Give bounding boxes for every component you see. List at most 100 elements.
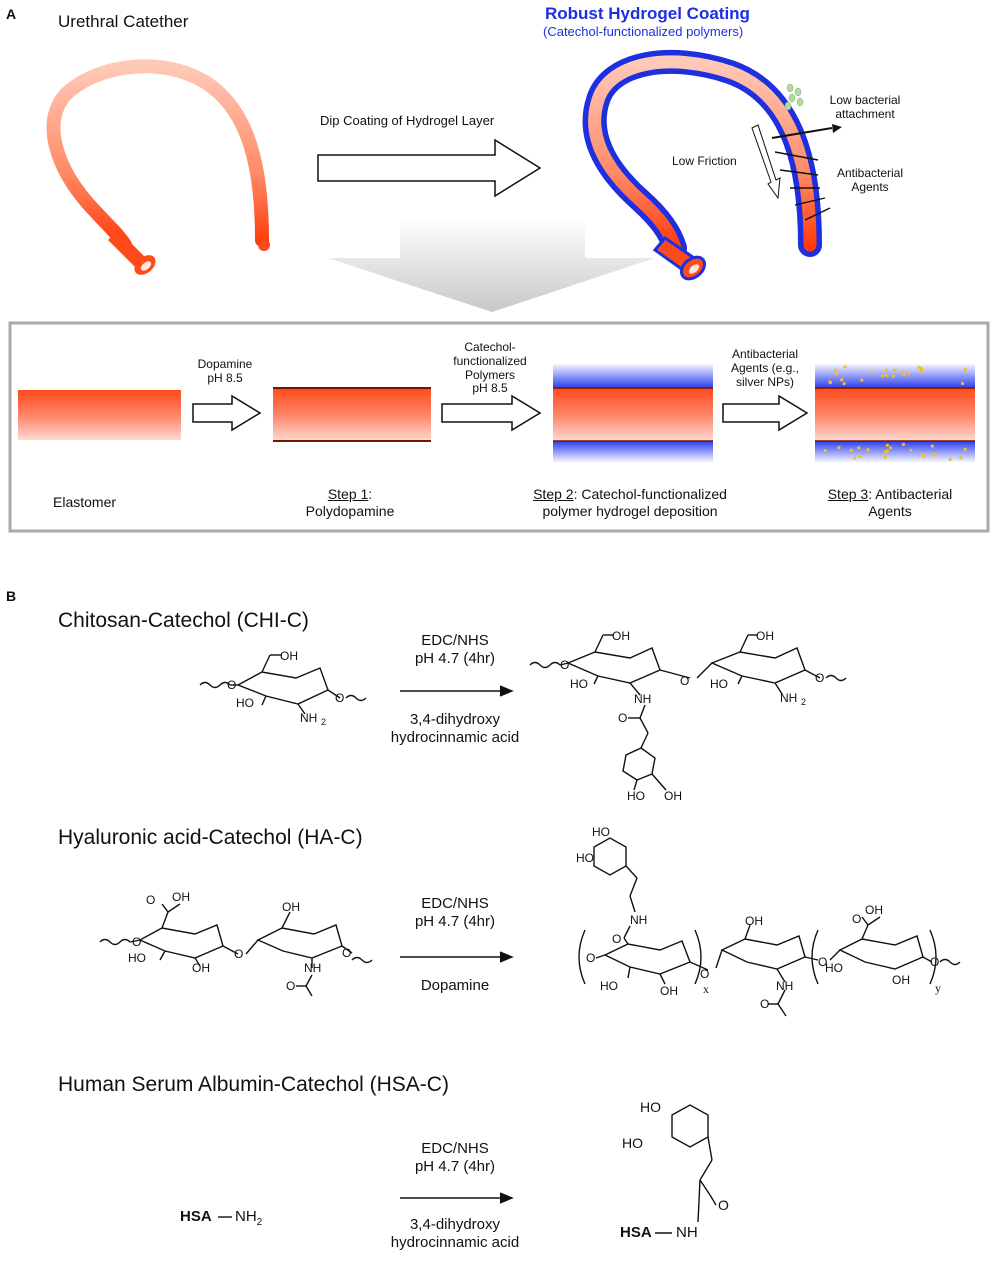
svg-text:OH: OH <box>282 900 300 914</box>
silver-np-dot <box>959 456 963 460</box>
hsa-reagent2: pH 4.7 (4hr) <box>414 1158 496 1175</box>
svg-text:NH: NH <box>304 961 321 975</box>
ha-below: Dopamine <box>420 977 490 994</box>
silver-np-dot <box>891 374 896 378</box>
coating-subtitle: (Catechol-functionalized polymers) <box>543 24 744 39</box>
hsa-reagent1: EDC/NHS <box>421 1140 489 1157</box>
svg-text:x: x <box>703 982 709 996</box>
antibacterial-line2: Agents <box>851 180 889 195</box>
ha-reagents: EDC/NHS pH 4.7 (4hr) <box>385 895 525 931</box>
catheter-plain <box>46 59 270 275</box>
step3-label: Step 3 <box>827 486 869 502</box>
svg-text:O: O <box>618 711 627 725</box>
arrow3-line3: silver NPs) <box>735 374 794 389</box>
svg-text:HO: HO <box>640 1099 661 1115</box>
arrow2-line3: Polymers <box>464 367 515 382</box>
svg-text:OH: OH <box>660 984 678 998</box>
silver-np-dot <box>823 449 827 453</box>
polydopamine-bar <box>273 388 431 441</box>
silver-np-dot <box>900 370 904 374</box>
silver-np-dot <box>948 457 952 462</box>
silver-np-dot <box>961 381 965 386</box>
silver-np-dot <box>840 378 844 382</box>
chemistry-structures <box>99 634 961 1234</box>
silver-np-dot <box>919 367 924 371</box>
svg-text:NH: NH <box>634 692 651 706</box>
antibacterial-agents-label: Antibacterial Agents <box>820 166 920 195</box>
silver-np-dot <box>901 442 906 446</box>
arrow3-line1: Antibacterial <box>731 347 799 361</box>
elastomer-bar <box>18 390 181 440</box>
silver-np-dot <box>860 378 864 382</box>
svg-text:HO: HO <box>576 851 594 865</box>
svg-text:OH: OH <box>664 789 682 803</box>
svg-text:NH: NH <box>780 691 797 705</box>
silver-np-dot <box>857 446 861 450</box>
low-bacterial-line1: Low bacterial <box>829 93 901 107</box>
svg-text:O: O <box>930 955 939 969</box>
svg-text:O: O <box>760 997 769 1011</box>
step1-label: Step 1 <box>327 486 369 502</box>
svg-text:O: O <box>612 932 621 946</box>
svg-text:HO: HO <box>627 789 645 803</box>
svg-text:O: O <box>342 946 351 960</box>
silver-np-dot <box>909 448 913 452</box>
step3-rest: : Antibacterial <box>868 486 953 502</box>
low-bacterial-label: Low bacterial attachment <box>810 93 920 122</box>
silver-np-dot <box>963 367 967 371</box>
coating-title: Robust Hydrogel Coating <box>545 4 750 23</box>
arrow3-line2: Agents (e.g., <box>730 360 800 375</box>
hsa-reagents: EDC/NHS pH 4.7 (4hr) <box>385 1140 525 1176</box>
silver-np-dot <box>902 373 906 377</box>
chi-reagent2: pH 4.7 (4hr) <box>414 650 496 667</box>
svg-text:OH: OH <box>865 903 883 917</box>
panel-b-letter: B <box>6 588 17 604</box>
silver-np-dot <box>885 443 890 447</box>
arrow2-label: Catechol- functionalized Polymers pH 8.5 <box>440 340 540 396</box>
hsa-product-nh: NH <box>676 1224 698 1241</box>
antibacterial-bar <box>815 363 975 463</box>
hsa-nh2-sub: 2 <box>256 1217 263 1228</box>
hsa-amine: NH2 <box>235 1208 262 1229</box>
ha-title: Hyaluronic acid-Catechol (HA-C) <box>58 826 363 849</box>
svg-text:HO: HO <box>592 825 610 839</box>
step-arrow-1 <box>192 394 262 432</box>
svg-text:HO: HO <box>600 979 618 993</box>
hsa-reactant: HSA <box>180 1208 212 1226</box>
silver-np-dot <box>893 368 897 372</box>
elastomer-label: Elastomer <box>53 494 117 510</box>
hydrogel-bar <box>553 363 713 463</box>
low-bacterial-line2: attachment <box>835 107 895 122</box>
low-friction-label: Low Friction <box>672 154 737 168</box>
step3-caption: Step 3: Antibacterial Agents <box>805 486 975 520</box>
chi-below2: hydrocinnamic acid <box>390 729 520 746</box>
svg-text:OH: OH <box>612 629 630 643</box>
silver-np-dot <box>870 370 874 374</box>
svg-text:y: y <box>935 981 941 995</box>
svg-text:OH: OH <box>892 973 910 987</box>
svg-text:HO: HO <box>128 951 146 965</box>
silver-np-dot <box>837 446 841 450</box>
svg-text:O: O <box>227 678 236 692</box>
svg-text:O: O <box>680 674 689 688</box>
svg-text:HO: HO <box>710 677 728 691</box>
svg-text:O: O <box>146 893 155 907</box>
silver-np-dot <box>919 369 924 373</box>
svg-text:O: O <box>852 912 861 926</box>
big-down-arrow <box>328 218 655 312</box>
svg-text:NH: NH <box>300 711 317 725</box>
silver-np-dot <box>917 365 921 369</box>
silver-np-dot <box>842 382 846 386</box>
silver-np-dot <box>843 365 847 369</box>
arrow1-line2: pH 8.5 <box>207 371 243 386</box>
hsa-product: HSA <box>620 1224 652 1242</box>
silver-np-dot <box>866 448 870 452</box>
svg-text:OH: OH <box>756 629 774 643</box>
hsa-below1: 3,4-dihydroxy <box>409 1216 501 1233</box>
chi-below1: 3,4-dihydroxy <box>409 711 501 728</box>
hsa-below: 3,4-dihydroxy hydrocinnamic acid <box>375 1216 535 1252</box>
silver-np-dot <box>834 368 838 372</box>
silver-np-dot <box>884 373 888 377</box>
silver-np-dot <box>828 381 832 385</box>
svg-text:O: O <box>335 691 344 705</box>
